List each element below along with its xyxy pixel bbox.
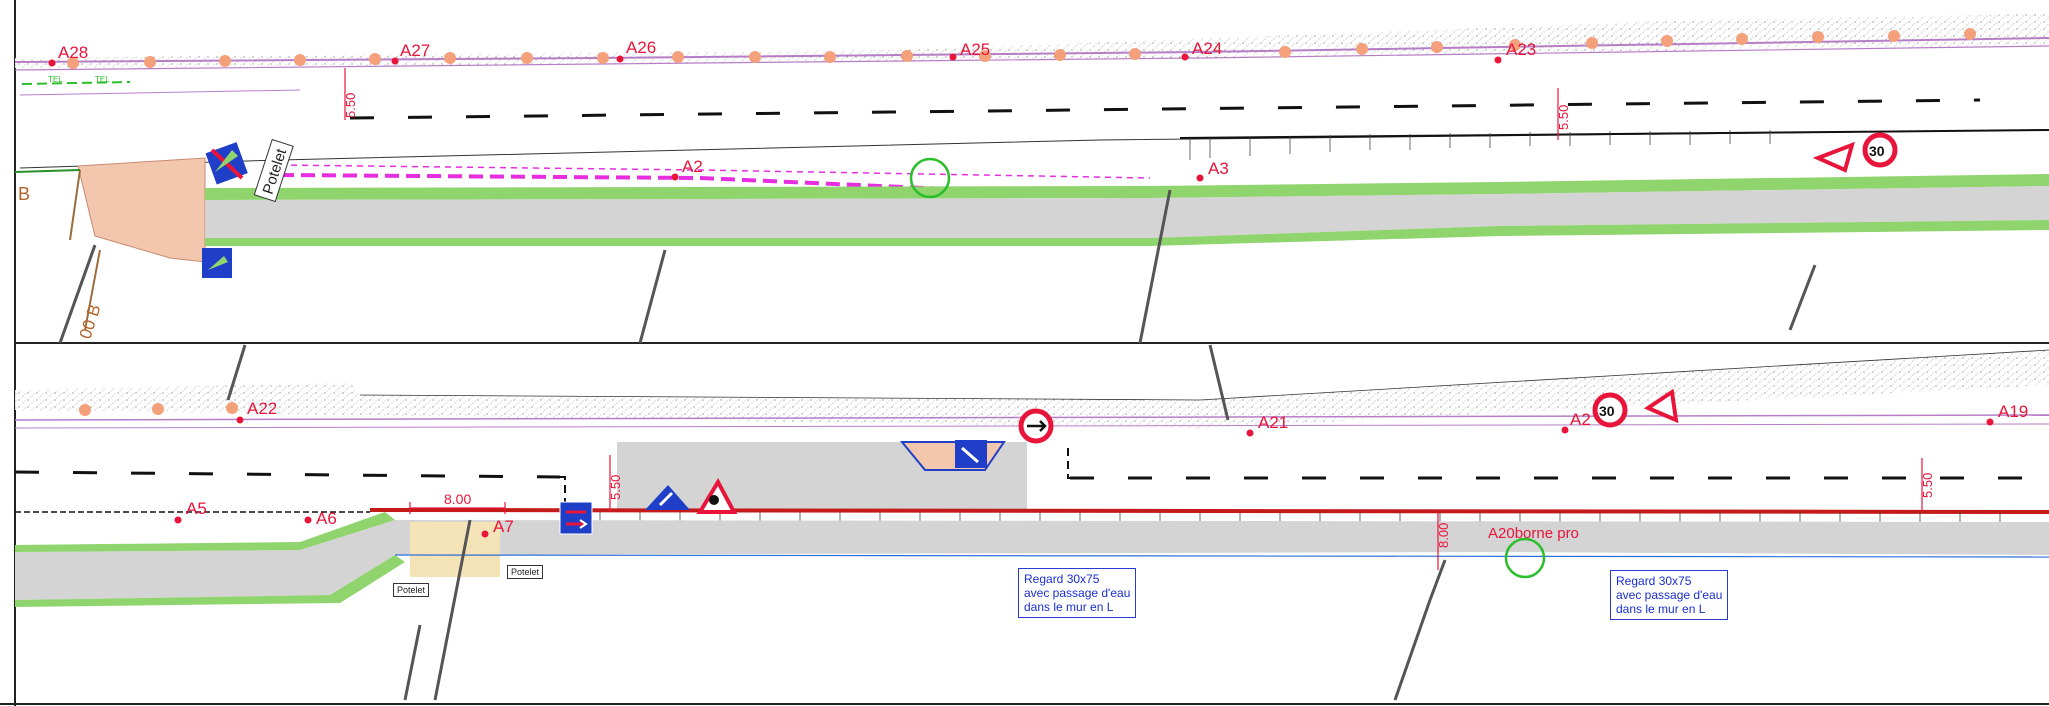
- callout-regard-2-line3: dans le mur en L: [1616, 602, 1706, 616]
- tree-markers-bottom: [79, 402, 238, 416]
- dimension-bottom-right: 5.50: [1920, 473, 1935, 498]
- point-label-a3: A3: [1208, 159, 1229, 178]
- direction-arrow-sign-icon: [645, 477, 738, 514]
- dimension-top-right: 5.50: [1556, 105, 1571, 130]
- direction-arrow-sign-icon: [955, 440, 987, 468]
- top-panel: TEL TEL: [14, 14, 2049, 344]
- point-label-a5: A5: [186, 499, 207, 518]
- bottom-panel: A22 A21 A2 A19 A5 A6 A7 A20borne pro 8.0…: [14, 344, 2049, 701]
- red-overlap-label: A20borne pro: [1488, 525, 1579, 542]
- callout-regard-1: Regard 30x75 avec passage d'eau dans le …: [1018, 568, 1137, 618]
- point-label-a2: A2: [682, 157, 703, 176]
- point-label-a24: A24: [1192, 39, 1222, 58]
- priority-sign-icon: [205, 142, 248, 185]
- dimension-vertical: 8.00: [1436, 523, 1451, 548]
- dimension-span: 8.00: [444, 491, 471, 507]
- direction-arrow-sign-icon: [202, 248, 232, 278]
- left-label-b: B: [18, 184, 30, 204]
- warning-triangle-icon: [1643, 388, 1679, 424]
- speed-limit-sign-icon: 30: [1862, 132, 1898, 168]
- point-label-a27: A27: [400, 41, 430, 60]
- point-label-a7: A7: [493, 517, 514, 536]
- warning-triangle-icon: [1812, 141, 1855, 173]
- point-label-a22: A22: [247, 399, 277, 418]
- callout-regard-2-line2: avec passage d'eau: [1616, 588, 1723, 602]
- dimension-bottom-center: 5.50: [608, 475, 623, 500]
- no-entry-sign-icon: [1018, 408, 1054, 444]
- point-label-a26: A26: [626, 38, 656, 57]
- lane-marking-top: [349, 98, 1981, 120]
- tel-label-1: TEL: [48, 75, 63, 84]
- callout-regard-1-line1: Regard 30x75: [1024, 572, 1100, 586]
- point-label-a19: A19: [1998, 402, 2028, 421]
- direction-arrow-sign-icon: [559, 501, 593, 535]
- potelet-label-right: Potelet: [507, 565, 544, 579]
- callout-regard-1-line3: dans le mur en L: [1024, 600, 1114, 614]
- point-label-a23: A23: [1506, 40, 1536, 59]
- point-label-a6: A6: [316, 509, 337, 528]
- tree-markers-top: [67, 28, 1976, 69]
- potelet-label-left: Potelet: [393, 583, 430, 597]
- point-label-a21: A21: [1258, 413, 1288, 432]
- svg-text:30: 30: [1599, 403, 1615, 419]
- callout-regard-2-line1: Regard 30x75: [1616, 574, 1692, 588]
- svg-text:30: 30: [1869, 143, 1885, 159]
- tel-label-2: TEL: [95, 75, 110, 84]
- callout-regard-2: Regard 30x75 avec passage d'eau dans le …: [1610, 570, 1729, 620]
- point-label-a28: A28: [58, 43, 88, 62]
- point-label-a20: A2: [1570, 410, 1591, 429]
- speed-limit-sign-icon: 30: [1592, 392, 1628, 428]
- point-label-a25: A25: [960, 40, 990, 59]
- dimension-top-left: 5.50: [343, 93, 358, 118]
- callout-regard-1-line2: avec passage d'eau: [1024, 586, 1131, 600]
